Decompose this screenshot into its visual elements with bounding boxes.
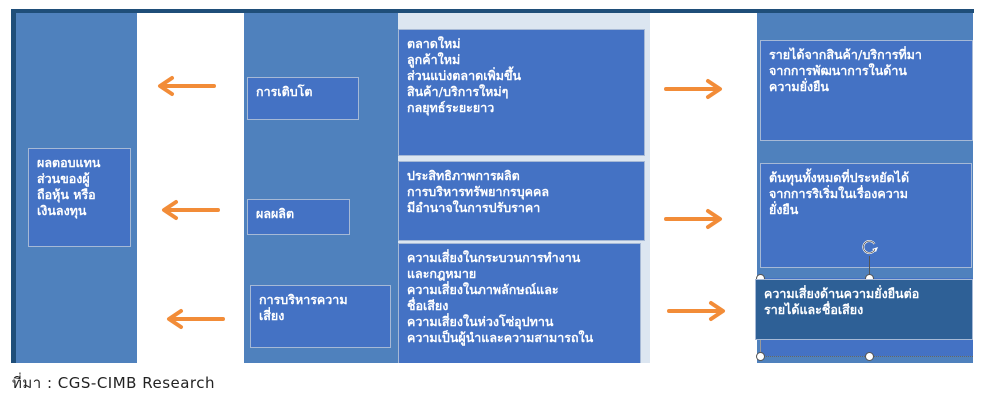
rotate-connector-line (869, 256, 870, 279)
arrow-right-icon (667, 300, 729, 322)
arrow-left-icon (158, 199, 220, 221)
sustainability-box-cost-savings[interactable]: ต้นทุนทั้งหมดที่ประหยัดได้ จากการริเริ่ม… (760, 163, 972, 268)
arrow-right-icon (664, 78, 726, 100)
resize-handle-bottom-left[interactable] (756, 352, 765, 361)
sustainability-box-risk: ความเสี่ยงด้านความยั่งยืนต่อ รายได้และชื… (755, 279, 973, 340)
arrow-left-icon (154, 75, 216, 97)
sustainability-box-revenue: รายได้จากสินค้า/บริการที่มา จากการพัฒนาก… (760, 40, 973, 141)
detail-box-risk: ความเสี่ยงในกระบวนการทำงาน และกฎหมาย ควา… (398, 243, 641, 363)
frame-left-border (11, 9, 16, 363)
outcome-box-shareholder-return: ผลตอบแทน ส่วนของผู้ ถือหุ้น หรือ เงินลงท… (28, 148, 131, 247)
frame-top-border (11, 9, 974, 13)
detail-box-growth: ตลาดใหม่ ลูกค้าใหม่ ส่วนแบ่งตลาดเพิ่มขึ้… (398, 29, 645, 156)
rotate-handle-icon[interactable] (861, 238, 879, 256)
resize-handle-bottom-middle[interactable] (865, 352, 874, 361)
arrow-right-icon (664, 208, 726, 230)
driver-box-growth: การเติบโต (247, 77, 359, 120)
driver-box-productivity: ผลผลิต (247, 199, 350, 235)
arrow-left-icon (163, 308, 225, 330)
detail-box-productivity: ประสิทธิภาพการผลิต การบริหารทรัพยากรบุคค… (398, 161, 645, 241)
source-caption: ที่มา : CGS-CIMB Research (12, 374, 216, 392)
driver-box-risk-management: การบริหารความ เสี่ยง (250, 285, 391, 348)
